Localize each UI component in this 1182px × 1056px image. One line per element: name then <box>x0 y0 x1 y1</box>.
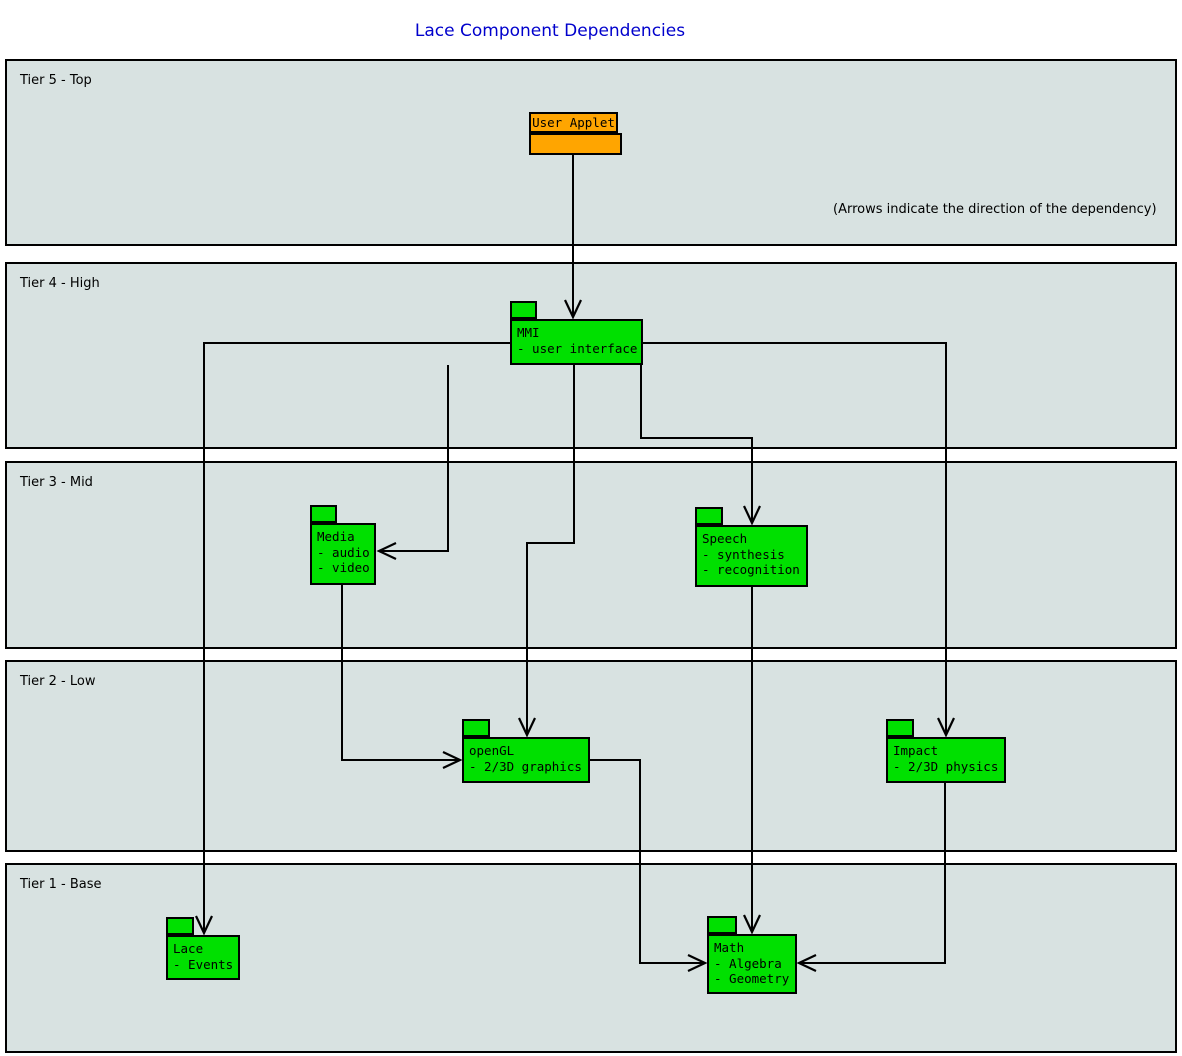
component-mmi: MMI- user interface <box>510 319 643 365</box>
component-impact: Impact- 2/3D physics <box>886 737 1006 783</box>
impact-text-line: Impact <box>893 743 939 758</box>
tier-label-tier-3: Tier 3 - Mid <box>20 475 93 490</box>
tier-label-tier-2: Tier 2 - Low <box>20 674 96 689</box>
math-text-line: Math <box>714 940 745 955</box>
mmi-text-line: MMI <box>517 325 540 340</box>
lace-text-line: - Events <box>173 956 234 972</box>
lace-folder-tab <box>166 917 194 935</box>
component-opengl: openGL- 2/3D graphics <box>462 737 590 783</box>
math-folder-tab <box>707 916 737 934</box>
dependency-direction-note: (Arrows indicate the direction of the de… <box>833 202 1157 217</box>
tier-band-tier-3: Tier 3 - Mid <box>5 461 1177 649</box>
impact-text-line: - 2/3D physics <box>893 758 999 774</box>
tier-label-tier-5: Tier 5 - Top <box>20 73 92 88</box>
speech-text-line: - recognition <box>702 562 800 577</box>
component-media: Media- audio- video <box>310 523 376 585</box>
math-text-line: - Geometry <box>714 971 790 986</box>
component-speech: Speech- synthesis- recognition <box>695 525 808 587</box>
media-text-line: - video <box>317 560 370 575</box>
tier-label-tier-1: Tier 1 - Base <box>20 877 102 892</box>
speech-folder-tab <box>695 507 723 525</box>
component-user-applet-body <box>529 133 622 155</box>
media-text-line: - audio <box>317 544 370 560</box>
media-text-line: Media <box>317 529 355 544</box>
component-math: Math- Algebra- Geometry <box>707 934 797 994</box>
mmi-folder-tab <box>510 301 537 319</box>
opengl-text-line: - 2/3D graphics <box>469 758 582 774</box>
component-lace: Lace- Events <box>166 935 240 980</box>
opengl-folder-tab <box>462 719 490 737</box>
opengl-text-line: openGL <box>469 743 515 758</box>
mmi-text-line: - user interface <box>517 340 638 356</box>
speech-text-line: Speech <box>702 531 748 546</box>
page-title: Lace Component Dependencies <box>414 21 686 41</box>
media-folder-tab <box>310 505 337 523</box>
component-user-applet-title: User Applet <box>529 112 618 133</box>
impact-folder-tab <box>886 719 914 737</box>
speech-text-line: - synthesis <box>702 546 785 562</box>
math-text-line: - Algebra <box>714 955 782 971</box>
lace-text-line: Lace <box>173 941 204 956</box>
tier-label-tier-4: Tier 4 - High <box>20 276 100 291</box>
